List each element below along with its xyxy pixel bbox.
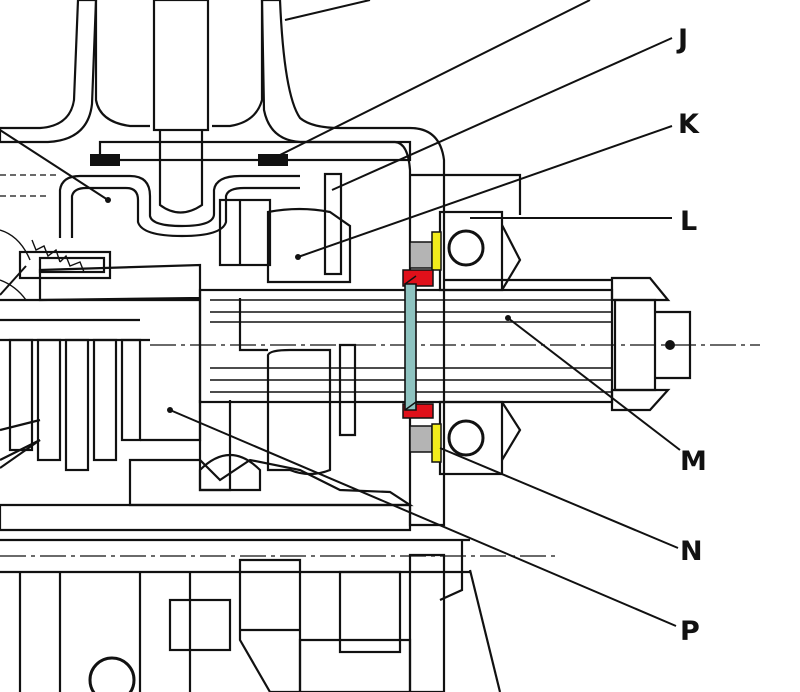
main-shaft	[150, 276, 760, 412]
label-p: P	[680, 616, 700, 647]
leader-lines	[0, 0, 681, 627]
label-l: L	[680, 206, 697, 237]
seal-yellow-upper	[431, 231, 442, 271]
seal-teal-disc	[404, 283, 417, 411]
sliding-gears	[198, 172, 357, 492]
label-n: N	[680, 536, 703, 567]
gear-cluster	[0, 229, 202, 472]
seal-red-upper	[402, 269, 434, 287]
part-labels: J K L M N P	[676, 24, 707, 647]
label-k: K	[678, 109, 700, 140]
seal-yellow-lower	[431, 423, 442, 463]
ball-bearing	[438, 210, 612, 476]
label-j: J	[676, 24, 688, 55]
seal-grey-upper	[409, 241, 433, 269]
label-m: M	[680, 446, 707, 477]
gearbox-housing	[0, 0, 560, 692]
oil-seal-assembly	[402, 231, 442, 463]
seal-grey-lower	[409, 425, 433, 453]
